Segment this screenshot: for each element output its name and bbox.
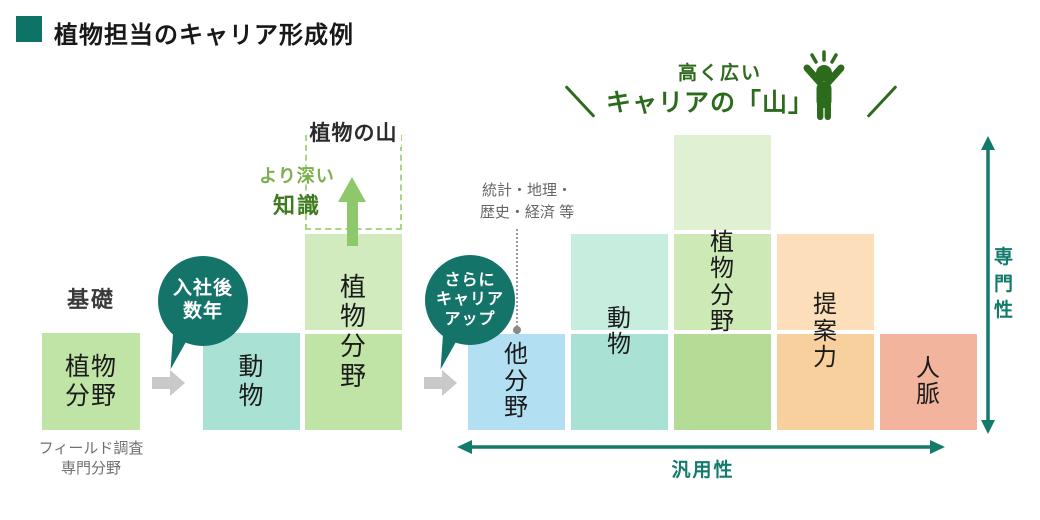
animal-box-label: 動 物 xyxy=(238,353,265,410)
bar-block-plant-top xyxy=(674,135,771,230)
bar-plant-field: 植 物 分 野 xyxy=(674,135,771,430)
plant-mountain-label: 植物の山 xyxy=(295,117,412,147)
bar-block-animal-lower xyxy=(571,334,668,430)
career-up-label: さらに キャリア アップ xyxy=(435,272,504,328)
plant-field-base-label: 植物 分野 xyxy=(64,353,117,410)
career-up-bubble: さらに キャリア アップ xyxy=(425,255,515,345)
bar-label-other-fields: 他 分 野 xyxy=(504,341,529,422)
bar-block-network xyxy=(880,334,977,430)
plant-bar-upper-block xyxy=(305,234,402,330)
note-dot xyxy=(513,326,521,334)
bar-network: 人 脈 xyxy=(880,334,977,430)
years-after-joining-bubble: 入社後 数年 xyxy=(158,256,248,346)
bar-block-proposal-upper xyxy=(777,234,874,330)
header-subtitle: 高く広い xyxy=(677,63,762,84)
right-arrow-icon xyxy=(152,370,185,396)
header-title: キャリアの「山」 xyxy=(605,89,814,117)
bar-block-animal-upper xyxy=(571,234,668,330)
deeper-knowledge-line2: 知識 xyxy=(272,193,321,218)
bar-proposal: 提 案 力 xyxy=(777,234,874,430)
bar-label-plant-field: 植 物 分 野 xyxy=(710,228,735,335)
versatility-axis-label: 汎用性 xyxy=(671,460,735,481)
bar-other-fields: 他 分 野 xyxy=(468,334,565,430)
plant-field-base-box: 植物 分野 xyxy=(42,333,140,430)
cheering-person-icon xyxy=(803,50,845,120)
bar-block-other-fields xyxy=(468,334,565,430)
bar-block-plant-middle xyxy=(674,234,771,330)
bar-label-animal: 動 物 xyxy=(607,304,632,358)
note-dotted-line xyxy=(516,229,518,327)
bar-label-network: 人 脈 xyxy=(916,354,941,408)
specialty-axis-label: 専 門 性 xyxy=(994,247,1015,322)
animal-box: 動 物 xyxy=(203,333,300,430)
right-arrow-icon xyxy=(424,370,457,396)
field-survey-caption: フィールド調査 専門分野 xyxy=(38,440,144,478)
other-fields-note: 統計・地理・ 歴史・経済 等 xyxy=(479,182,575,221)
versatility-axis-arrow xyxy=(457,440,945,454)
bar-block-plant-bottom xyxy=(674,334,771,430)
plant-bar-lower-block xyxy=(305,334,402,430)
deeper-knowledge-arrow-icon xyxy=(338,177,366,202)
emphasis-slash-right xyxy=(866,85,898,118)
base-stage-label: 基礎 xyxy=(66,287,115,312)
plant-mountain-text: 植物の山 xyxy=(306,117,401,147)
deeper-knowledge-caption: より深い 知識 xyxy=(250,162,344,220)
specialty-axis-arrow xyxy=(981,136,995,434)
bar-block-proposal-lower xyxy=(777,334,874,430)
bar-animal: 動 物 xyxy=(571,234,668,430)
years-after-joining-label: 入社後 数年 xyxy=(172,278,233,322)
plant-bar-label: 植 物 分 野 xyxy=(339,271,367,391)
plant-bar-label-box: 植 物 分 野 xyxy=(305,234,402,430)
title-bullet-square xyxy=(16,16,42,42)
page-title: 植物担当のキャリア形成例 xyxy=(54,22,354,49)
deeper-knowledge-arrow-stem xyxy=(347,200,358,246)
bar-label-proposal: 提 案 力 xyxy=(813,291,838,372)
deeper-knowledge-line1: より深い xyxy=(259,166,335,186)
